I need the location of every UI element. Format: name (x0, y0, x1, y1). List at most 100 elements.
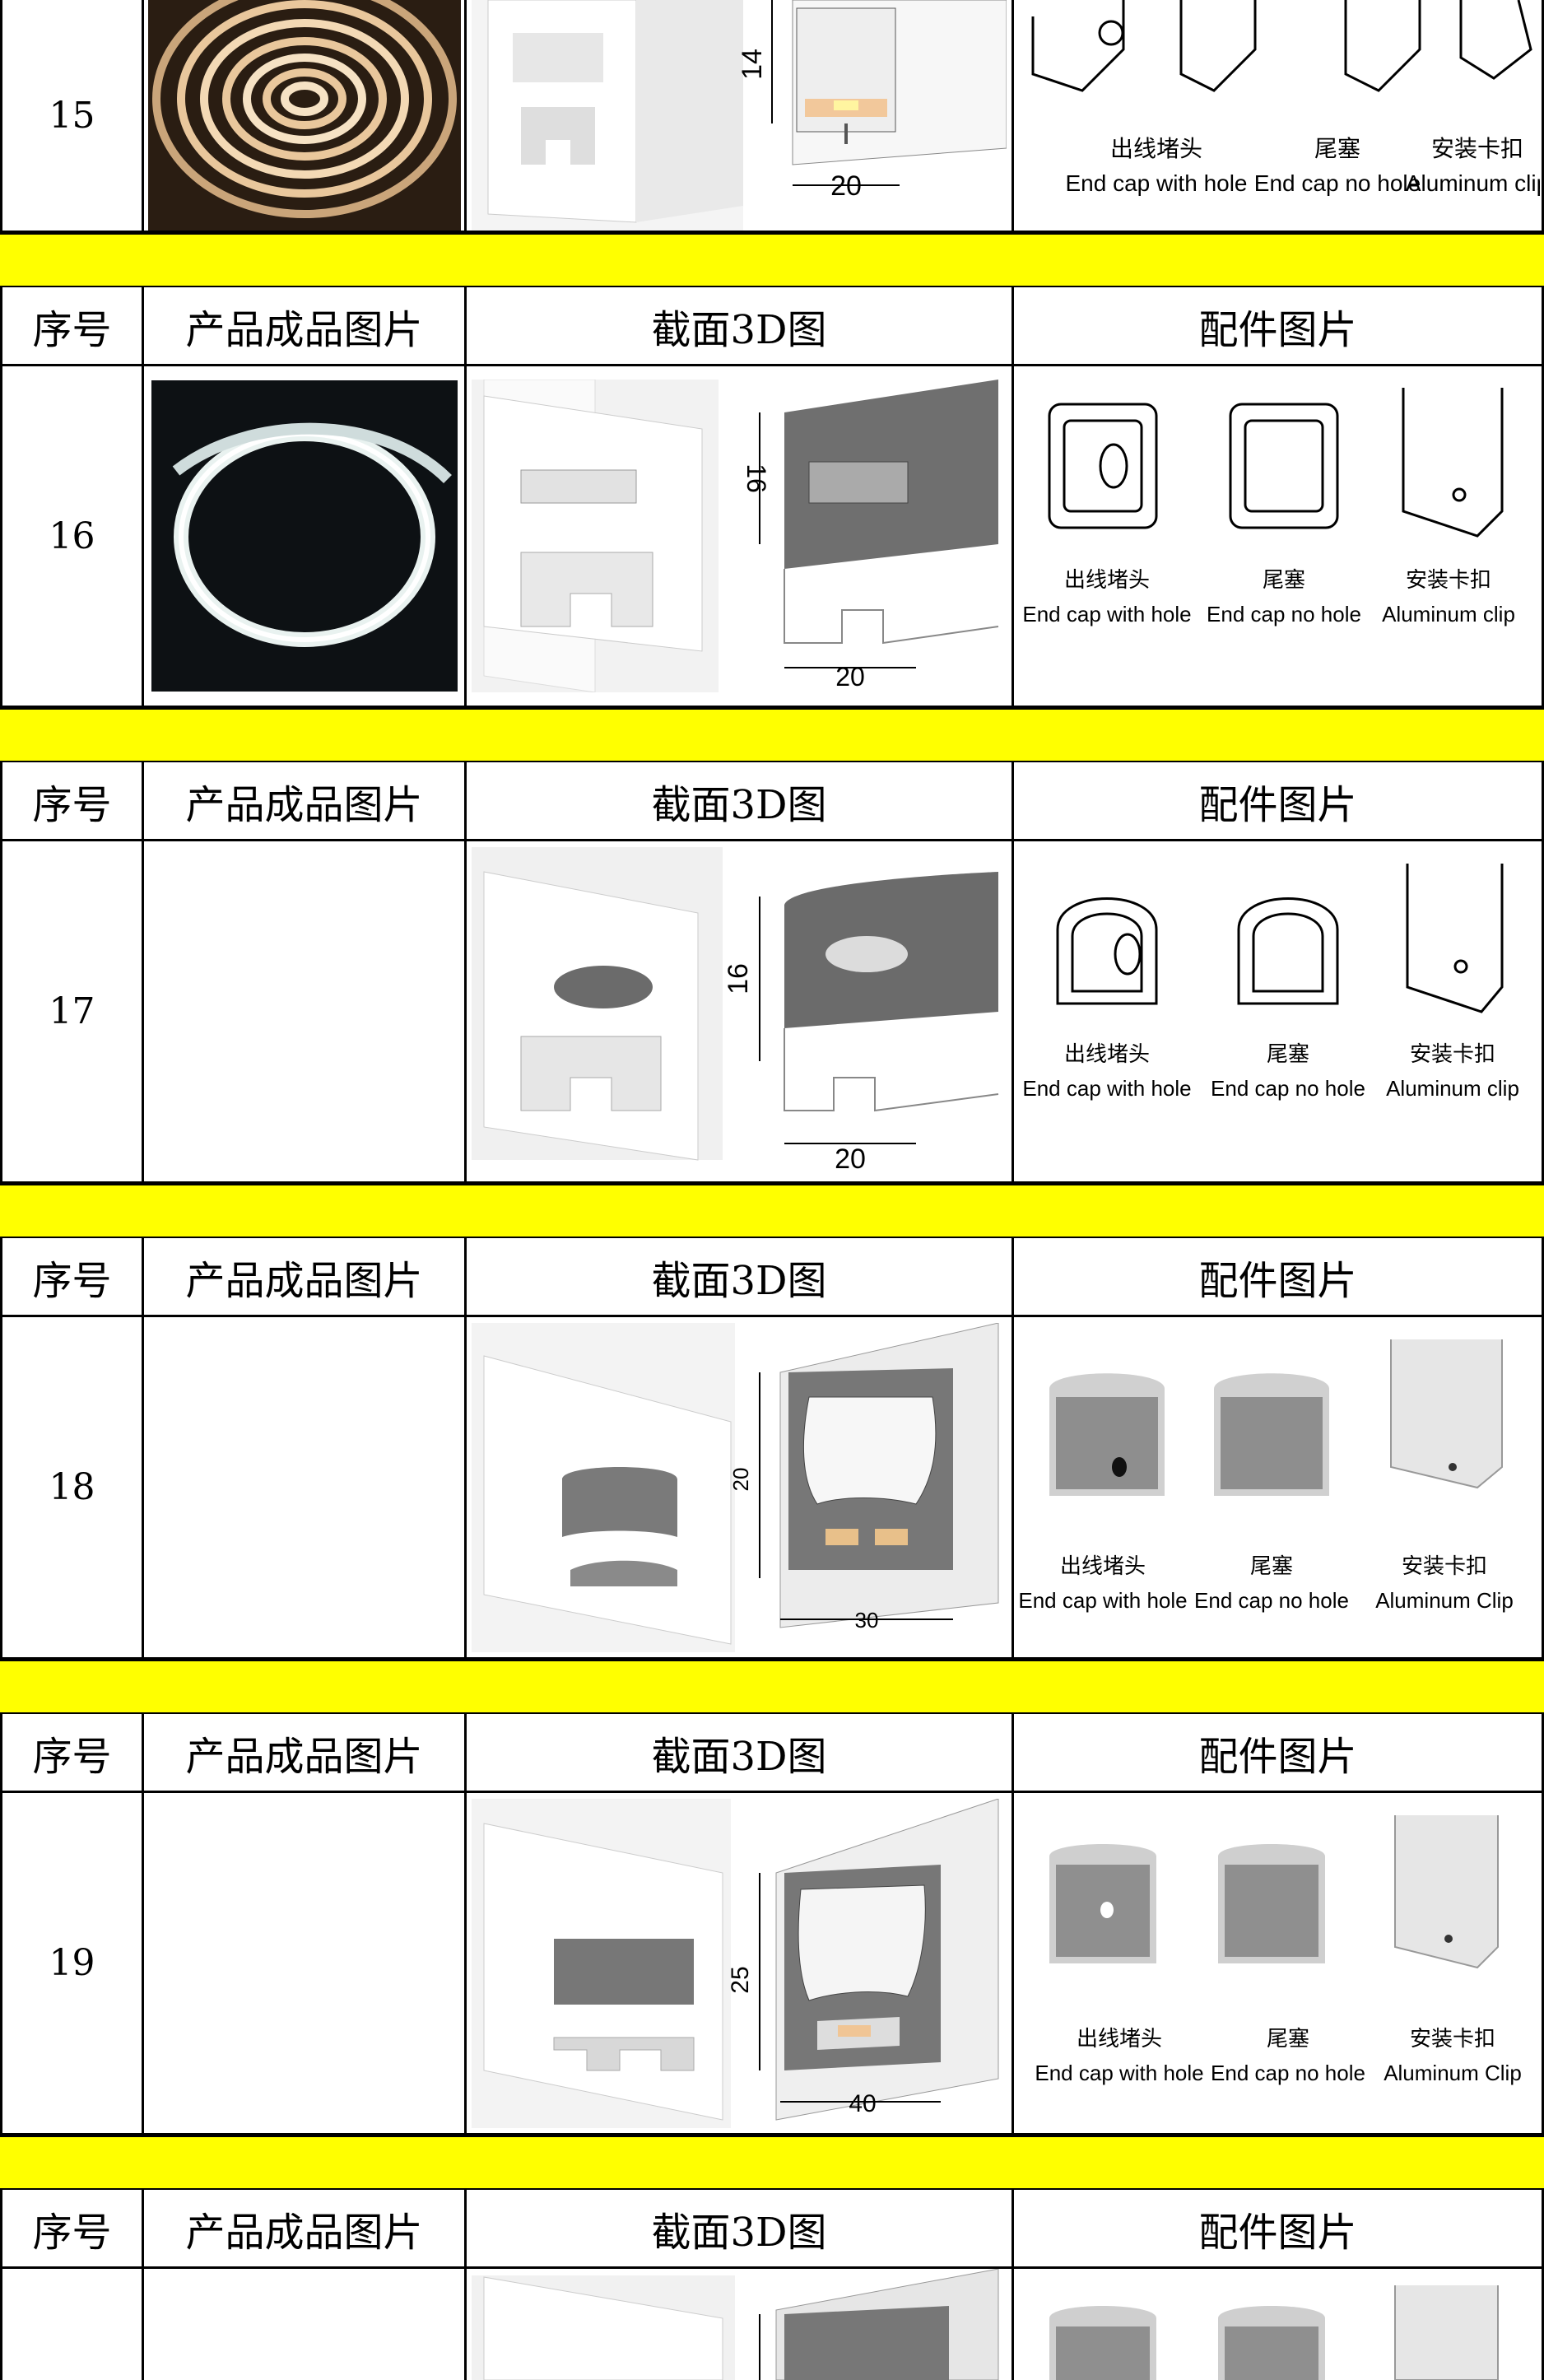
end-cap-hole-en-label: End cap with hole (1065, 170, 1247, 196)
accessories-drawing: 出线堵头 End cap with hole 尾塞 End cap no hol… (1022, 388, 1515, 626)
accessories-cell: 出线堵头 End cap with hole 尾塞 End cap no hol… (1014, 1317, 1544, 1660)
section-separator-band (0, 708, 1544, 762)
seq-cell: 15 (0, 0, 144, 233)
accessories-drawing: 出线堵头 End cap with hole 尾塞 End cap no hol… (1022, 863, 1519, 1101)
clip-en-label: Aluminum clip (1386, 1076, 1519, 1101)
header-accessories: 配件图片 (1014, 287, 1544, 366)
seq-cell: 16 (0, 366, 144, 708)
product-photo-cell (144, 0, 467, 233)
header-product-photo: 产品成品图片 (144, 2190, 467, 2269)
end-cap-hole-en-label: End cap with hole (1022, 1076, 1191, 1101)
accessories-drawing-partial (1049, 2285, 1499, 2380)
section-3d-drawing: 16 20 (472, 380, 999, 692)
end-cap-nohole-cn-label: 尾塞 (1262, 567, 1304, 592)
aluminum-clip-icon (1459, 0, 1532, 80)
header-seq: 序号 (0, 2190, 144, 2269)
accessories-drawing: 出线堵头 End cap with hole 尾塞 End cap no hol… (1035, 1814, 1521, 2085)
end-cap-hole-en-label: End cap with hole (1022, 602, 1191, 626)
product-row-17: 17 16 20 (0, 841, 1544, 1184)
section-3d-cell: 14 20 (467, 0, 1014, 233)
header-section-3d: 截面3D图 (467, 1714, 1014, 1793)
header-section-3d: 截面3D图 (467, 2190, 1014, 2269)
section-3d-drawing: 25 40 (472, 1798, 999, 2128)
dim-height-label: 16 (742, 463, 771, 493)
end-cap-nohole-en-label: End cap no hole (1194, 1588, 1349, 1613)
header-product-photo: 产品成品图片 (144, 762, 467, 841)
product-photo-cell-empty (144, 2269, 467, 2380)
product-row-15: 15 (0, 0, 1544, 233)
dim-width-label: 40 (849, 2090, 876, 2117)
seq-cell (0, 2269, 144, 2380)
end-cap-hole-cn-label: 出线堵头 (1063, 567, 1149, 592)
section-3d-drawing: 14 20 (472, 0, 1007, 231)
seq-cell: 18 (0, 1317, 144, 1660)
end-cap-no-hole-icon (1344, 0, 1421, 92)
seq-cell: 19 (0, 1793, 144, 2135)
section-3d-drawing: 16 20 (472, 846, 999, 1175)
table-header-row: 序号 产品成品图片 截面3D图 配件图片 (0, 762, 1544, 841)
end-cap-nohole-cn-label: 尾塞 (1314, 136, 1360, 161)
aluminum-clip-icon (1406, 863, 1503, 1013)
seq-number: 15 (49, 94, 95, 137)
product-row-16: 16 16 20 (0, 366, 1544, 708)
product-row-20 (0, 2269, 1544, 2380)
aluminum-clip-icon (1393, 1814, 1499, 1968)
clip-en-label: Aluminum clip (1382, 602, 1515, 626)
section-separator-band (0, 2135, 1544, 2190)
clip-en-label: Aluminum clip (1405, 170, 1539, 196)
end-cap-no-hole-icon (1179, 0, 1256, 92)
clip-cn-label: 安装卡扣 (1401, 1553, 1486, 1578)
clip-cn-label: 安装卡扣 (1409, 1041, 1495, 1066)
end-cap-nohole-en-label: End cap no hole (1207, 602, 1361, 626)
header-product-photo: 产品成品图片 (144, 287, 467, 366)
table-header-row: 序号 产品成品图片 截面3D图 配件图片 (0, 287, 1544, 366)
section-3d-cell: 16 20 (467, 841, 1014, 1184)
clip-cn-label: 安装卡扣 (1405, 567, 1491, 592)
end-cap-hole-en-label: End cap with hole (1035, 2061, 1203, 2085)
accessories-cell: 出线堵头 End cap with hole 尾塞 End cap no hol… (1014, 1793, 1544, 2135)
header-seq: 序号 (0, 287, 144, 366)
accessories-drawing: 出线堵头 End cap with hole 尾塞 End cap no hol… (1031, 0, 1540, 196)
product-photo-coiled-strip (147, 0, 461, 231)
end-cap-nohole-cn-label: 尾塞 (1266, 2026, 1309, 2051)
dim-width-label: 30 (855, 1608, 879, 1632)
product-photo-cell-empty (144, 841, 467, 1184)
dim-height-label: 16 (723, 963, 754, 994)
product-photo-cell-empty (144, 1317, 467, 1660)
accessories-cell (1014, 2269, 1544, 2380)
header-accessories: 配件图片 (1014, 2190, 1544, 2269)
section-3d-cell (467, 2269, 1014, 2380)
product-row-18: 18 20 30 (0, 1317, 1544, 1660)
header-section-3d: 截面3D图 (467, 1238, 1014, 1317)
dim-width-label: 20 (835, 662, 865, 692)
end-cap-hole-en-label: End cap with hole (1018, 1588, 1187, 1613)
aluminum-clip-icon (1402, 388, 1503, 538)
clip-cn-label: 安装卡扣 (1409, 2026, 1495, 2051)
end-cap-nohole-cn-label: 尾塞 (1249, 1553, 1292, 1578)
accessories-cell: 出线堵头 End cap with hole 尾塞 End cap no hol… (1014, 0, 1544, 233)
end-cap-hole-cn-label: 出线堵头 (1059, 1553, 1145, 1578)
header-section-3d: 截面3D图 (467, 762, 1014, 841)
accessories-cell: 出线堵头 End cap with hole 尾塞 End cap no hol… (1014, 366, 1544, 708)
dim-height-label: 25 (727, 1966, 754, 1993)
end-cap-nohole-en-label: End cap no hole (1211, 2061, 1365, 2085)
header-seq: 序号 (0, 1714, 144, 1793)
header-accessories: 配件图片 (1014, 1238, 1544, 1317)
end-cap-nohole-en-label: End cap no hole (1211, 1076, 1365, 1101)
accessories-drawing: 出线堵头 End cap with hole 尾塞 End cap no hol… (1018, 1339, 1513, 1613)
seq-number: 19 (49, 1942, 95, 1984)
clip-cn-label: 安装卡扣 (1430, 136, 1523, 161)
end-cap-nohole-cn-label: 尾塞 (1266, 1041, 1309, 1066)
dim-width-label: 20 (830, 170, 862, 202)
header-product-photo: 产品成品图片 (144, 1714, 467, 1793)
section-separator-band (0, 233, 1544, 287)
table-header-row: 序号 产品成品图片 截面3D图 配件图片 (0, 2190, 1544, 2269)
section-3d-cell: 25 40 (467, 1793, 1014, 2135)
dim-height-label: 20 (728, 1467, 753, 1491)
end-cap-hole-cn-label: 出线堵头 (1076, 2026, 1161, 2051)
table-header-row: 序号 产品成品图片 截面3D图 配件图片 (0, 1238, 1544, 1317)
product-photo-cell-empty (144, 1793, 467, 2135)
header-section-3d: 截面3D图 (467, 287, 1014, 366)
product-photo-cell (144, 366, 467, 708)
